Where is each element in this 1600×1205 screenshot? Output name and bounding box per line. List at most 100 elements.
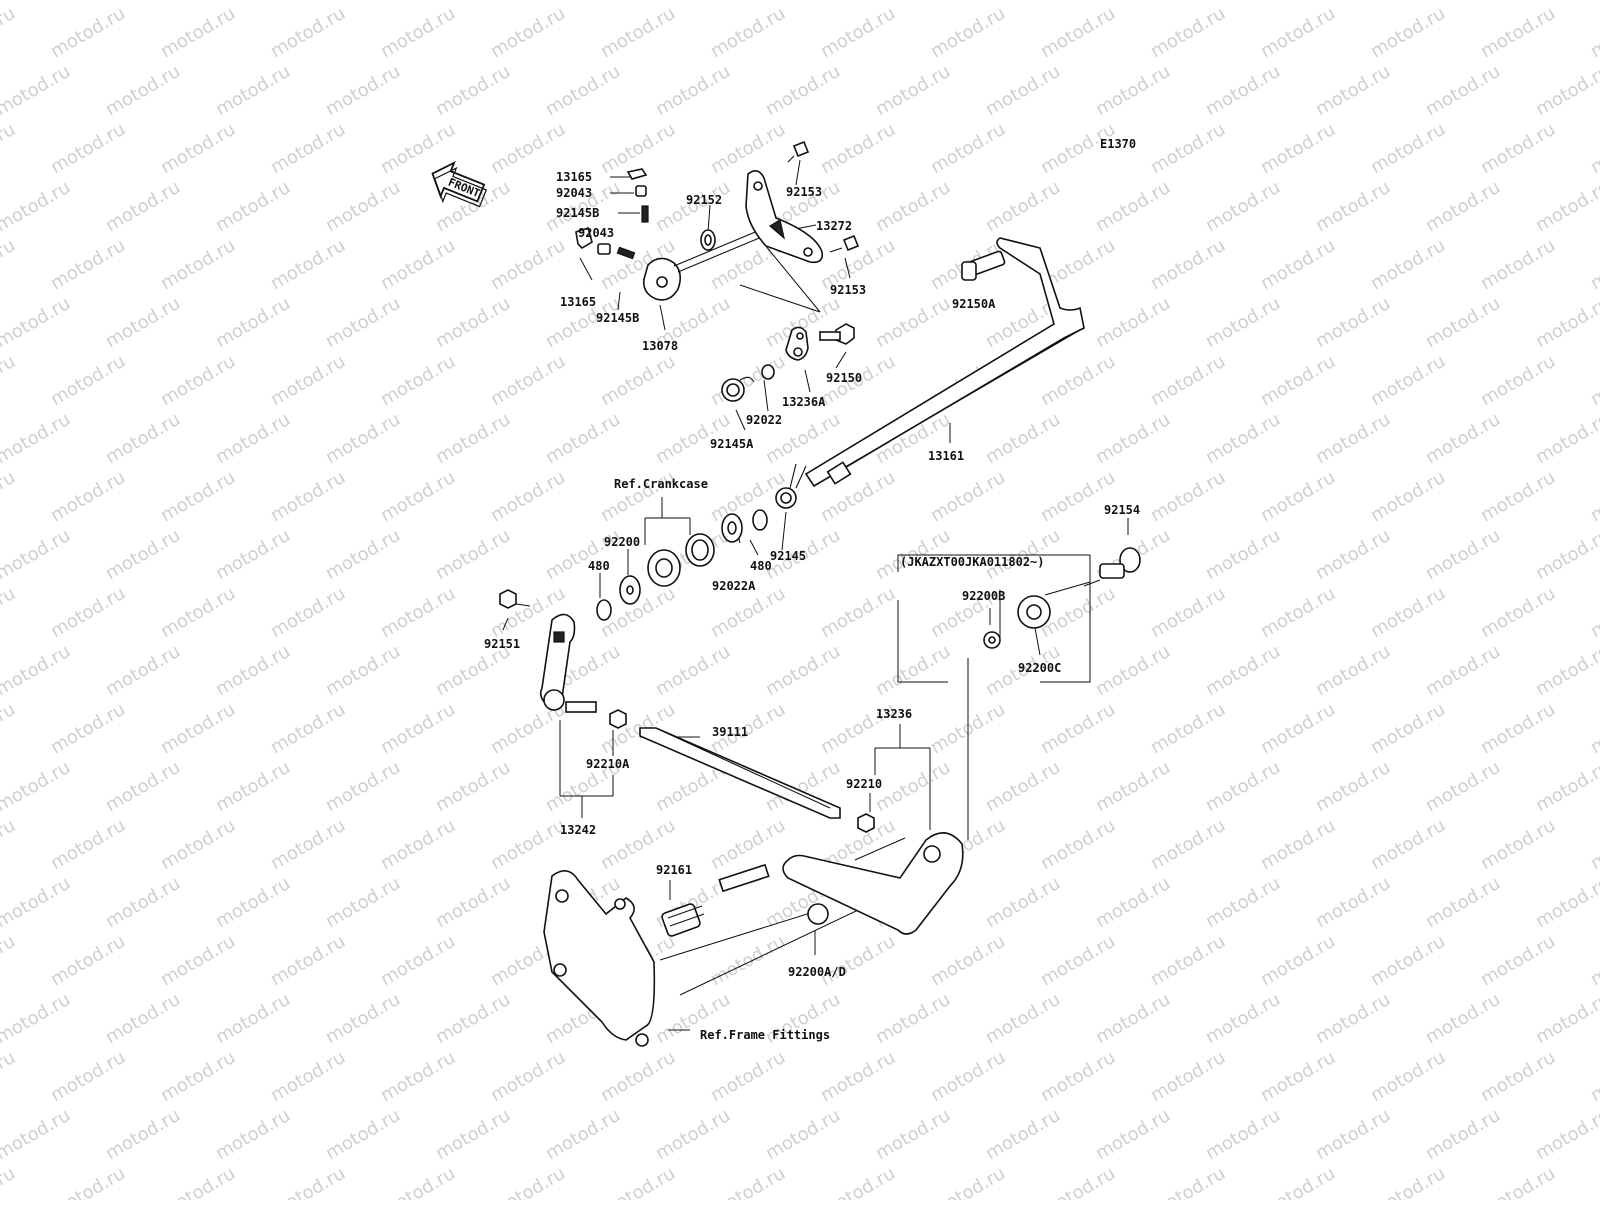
- bearing-crankcase: [647, 533, 715, 587]
- watermark-text: motod.ru: [1202, 757, 1284, 816]
- watermark-text: motod.ru: [1587, 1163, 1600, 1200]
- watermark-text: motod.ru: [102, 1105, 184, 1164]
- watermark-text: motod.ru: [707, 931, 789, 990]
- watermark-text: motod.ru: [322, 641, 404, 700]
- label-13236: 13236: [876, 707, 912, 721]
- watermark-text: motod.ru: [267, 351, 349, 410]
- watermark-text: motod.ru: [927, 1163, 1009, 1200]
- watermark-text: motod.ru: [322, 61, 404, 120]
- watermark-text: motod.ru: [102, 757, 184, 816]
- watermark-text: motod.ru: [1257, 1163, 1339, 1200]
- watermark-text: motod.ru: [707, 3, 789, 62]
- watermark-text: motod.ru: [1037, 467, 1119, 526]
- watermark-text: motod.ru: [0, 989, 74, 1048]
- watermark-text: motod.ru: [1367, 583, 1449, 642]
- watermark-text: motod.ru: [157, 931, 239, 990]
- watermark-text: motod.ru: [47, 351, 129, 410]
- watermark-text: motod.ru: [1092, 61, 1174, 120]
- watermark-text: motod.ru: [377, 3, 459, 62]
- label-92161: 92161: [656, 863, 692, 877]
- watermark-text: motod.ru: [47, 235, 129, 294]
- watermark-text: motod.ru: [1202, 1105, 1284, 1164]
- watermark-text: motod.ru: [1312, 177, 1394, 236]
- watermark-text: motod.ru: [982, 873, 1064, 932]
- watermark-text: motod.ru: [1587, 699, 1600, 758]
- watermark-text: motod.ru: [1092, 1105, 1174, 1164]
- watermark-text: motod.ru: [0, 409, 74, 468]
- watermark-text: motod.ru: [597, 1047, 679, 1106]
- washer-92200C: [1017, 595, 1051, 629]
- watermark-text: motod.ru: [1477, 699, 1559, 758]
- watermark-text: motod.ru: [212, 873, 294, 932]
- watermark-text: motod.ru: [1477, 815, 1559, 874]
- watermark-text: motod.ru: [377, 583, 459, 642]
- watermark-text: motod.ru: [872, 989, 954, 1048]
- watermark-text: motod.ru: [377, 931, 459, 990]
- watermark-text: motod.ru: [1257, 3, 1339, 62]
- watermark-text: motod.ru: [432, 0, 514, 4]
- screw-92153-mid: [829, 234, 860, 253]
- watermark-text: motod.ru: [817, 119, 899, 178]
- watermark-text: motod.ru: [1477, 931, 1559, 990]
- label-92151: 92151: [484, 637, 520, 651]
- spring-92145: [775, 463, 807, 509]
- watermark-text: motod.ru: [47, 931, 129, 990]
- label-92152: 92152: [686, 193, 722, 207]
- watermark-text: motod.ru: [1532, 641, 1600, 700]
- watermark-text: motod.ru: [47, 1163, 129, 1200]
- watermark-text: motod.ru: [0, 1047, 19, 1106]
- watermark-text: motod.ru: [1532, 1105, 1600, 1164]
- watermark-text: motod.ru: [1587, 3, 1600, 62]
- watermark-text: motod.ru: [1367, 235, 1449, 294]
- watermark-text: motod.ru: [1477, 1163, 1559, 1200]
- watermark-text: motod.ru: [1202, 873, 1284, 932]
- label-13165-left: 13165: [560, 295, 596, 309]
- watermark-text: motod.ru: [322, 1105, 404, 1164]
- watermark-text: motod.ru: [872, 757, 954, 816]
- label-92022A: 92022A: [712, 579, 756, 593]
- watermark-text: motod.ru: [1587, 235, 1600, 294]
- watermark-text: motod.ru: [487, 1163, 569, 1200]
- watermark-text: motod.ru: [1587, 583, 1600, 642]
- shift-shaft-13161: [804, 237, 1085, 488]
- watermark-text: motod.ru: [1477, 351, 1559, 410]
- label-13161: 13161: [928, 449, 964, 463]
- watermark-text: motod.ru: [0, 1105, 74, 1164]
- watermark-text: motod.ru: [652, 641, 734, 700]
- label-92145B-left: 92145B: [596, 311, 639, 325]
- watermark-text: motod.ru: [542, 1105, 624, 1164]
- watermark-text: motod.ru: [707, 119, 789, 178]
- watermark-text: motod.ru: [267, 119, 349, 178]
- watermark-text: motod.ru: [102, 409, 184, 468]
- watermark-text: motod.ru: [1477, 3, 1559, 62]
- bolt-92154: [1083, 547, 1141, 587]
- stud-92150A: [961, 250, 1006, 281]
- watermark-text: motod.ru: [542, 525, 624, 584]
- watermark-text: motod.ru: [157, 1163, 239, 1200]
- watermark-text: motod.ru: [1532, 989, 1600, 1048]
- watermark-text: motod.ru: [102, 873, 184, 932]
- watermark-text: motod.ru: [1257, 235, 1339, 294]
- vin-note: (JKAZXT00JKA011802~): [900, 555, 1045, 569]
- watermark-text: motod.ru: [377, 815, 459, 874]
- watermark-text: motod.ru: [322, 293, 404, 352]
- label-92043-left: 92043: [578, 226, 614, 240]
- watermark-text: motod.ru: [652, 0, 734, 4]
- watermark-text: motod.ru: [322, 757, 404, 816]
- pad-13165-top: [626, 168, 648, 180]
- link-13236A: [785, 326, 809, 361]
- watermark-text: motod.ru: [432, 1105, 514, 1164]
- watermark-text: motod.ru: [1532, 0, 1600, 4]
- watermark-text: motod.ru: [1367, 351, 1449, 410]
- watermark-text: motod.ru: [1037, 815, 1119, 874]
- watermark-text: motod.ru: [1202, 525, 1284, 584]
- watermark-text: motod.ru: [157, 815, 239, 874]
- watermark-text: motod.ru: [1257, 583, 1339, 642]
- ref-frame-fittings: Ref.Frame Fittings: [700, 1028, 830, 1042]
- watermark-text: motod.ru: [1092, 0, 1174, 4]
- watermark-text: motod.ru: [432, 989, 514, 1048]
- watermark-text: motod.ru: [1147, 1163, 1229, 1200]
- watermark-text: motod.ru: [1477, 583, 1559, 642]
- watermark-text: motod.ru: [1037, 931, 1119, 990]
